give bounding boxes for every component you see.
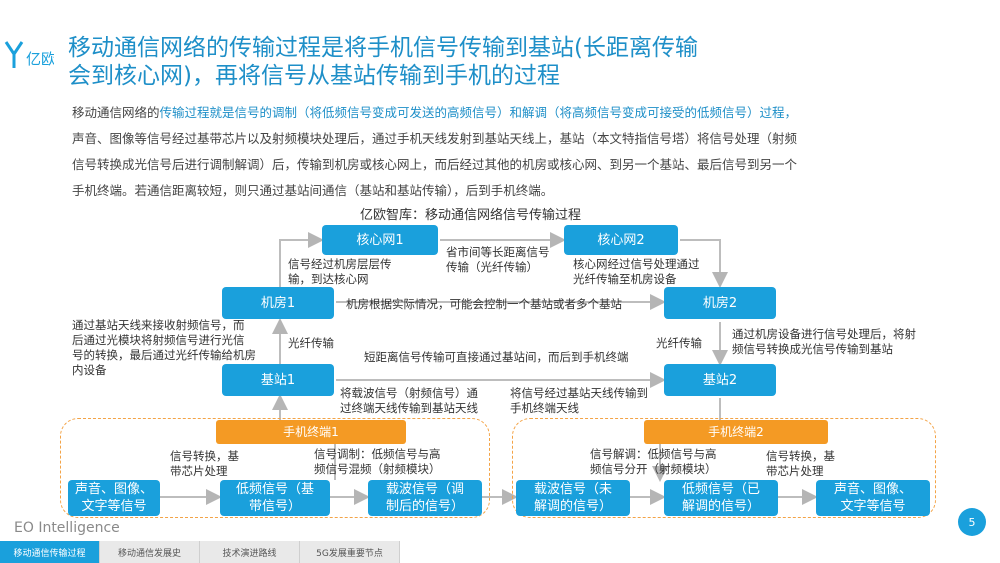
node-low-freq-right: 低频信号（已解调的信号）	[664, 480, 778, 516]
label-fiber-right-text: 光纤传输	[656, 336, 702, 350]
label-modulation-1: 信号调制：低频信号与高	[314, 447, 441, 461]
label-right-up-1: 核心网经过信号处理通过	[573, 257, 700, 271]
label-left-up-1: 信号经过机房层层传	[288, 257, 392, 271]
voice-right-line-2: 文字等信号	[840, 499, 906, 514]
intro-paragraph: 移动通信网络的传输过程就是信号的调制（将低频信号变成可发送的高频信号）和解调（将…	[72, 100, 932, 204]
brand-text: EO Intelligence	[14, 520, 120, 536]
section-tabs: 移动通信传输过程 移动通信发展史 技术演进路线 5G发展重要节点	[0, 541, 400, 563]
label-convert-left: 信号转换，基 带芯片处理	[170, 449, 239, 479]
label-right-desc-1: 通过机房设备进行信号处理后，将射	[732, 327, 916, 341]
label-convert-right: 信号转换，基 带芯片处理	[766, 449, 835, 479]
label-demodulation: 信号解调：低频信号与高 频信号分开（射频模块）	[590, 447, 717, 477]
label-short-range-text: 短距离信号传输可直接通过基站间，而后到手机终端	[364, 350, 629, 364]
node-carrier-left: 载波信号（调制后的信号）	[368, 480, 482, 516]
title-line-1: 移动通信网络的传输过程是将手机信号传输到基站(长距离传输	[68, 35, 698, 61]
label-right-desc-2: 频信号转换成光信号传输到基站	[732, 342, 893, 356]
node-base-station-1: 基站1	[222, 364, 334, 396]
carrier-right-line-1: 载波信号（未	[533, 482, 612, 497]
label-bs2-bottom-2: 手机终端天线	[510, 401, 579, 415]
logo-text: 亿欧	[26, 50, 54, 68]
label-bs2-bottom: 将信号经过基站天线传输到 手机终端天线	[510, 386, 648, 416]
label-bs2-bottom-1: 将信号经过基站天线传输到	[510, 386, 648, 400]
node-voice-right: 声音、图像、文字等信号	[816, 480, 930, 516]
voice-left-line-2: 文字等信号	[81, 499, 147, 514]
paragraph-line-1: 移动通信网络的传输过程就是信号的调制（将低频信号变成可发送的高频信号）和解调（将…	[72, 100, 932, 126]
label-right-desc: 通过机房设备进行信号处理后，将射 频信号转换成光信号传输到基站	[732, 327, 916, 357]
label-left-desc: 通过基站天线来接收射频信号，而 后通过光模块将射频信号进行光信 号的转换，最后通…	[72, 318, 256, 378]
label-convert-left-2: 带芯片处理	[170, 464, 228, 478]
low-left-line-1: 低频信号（基	[235, 482, 314, 497]
label-bs1-bottom-2: 过终端天线传输到基站天线	[340, 401, 478, 415]
label-fiber-left: 光纤传输	[288, 336, 334, 351]
label-core-mid-2: 传输（光纤传输）	[446, 260, 538, 274]
label-bs1-bottom: 将载波信号（射频信号）通 过终端天线传输到基站天线	[340, 386, 478, 416]
node-terminal-2: 手机终端2	[644, 420, 828, 444]
label-bs1-bottom-1: 将载波信号（射频信号）通	[340, 386, 478, 400]
carrier-left-line-2: 制后的信号）	[385, 499, 464, 514]
tab-development-history[interactable]: 移动通信发展史	[100, 541, 200, 563]
page-number: 5	[958, 508, 986, 536]
node-terminal-1: 手机终端1	[216, 420, 406, 444]
carrier-right-line-2: 解调的信号）	[533, 499, 612, 514]
title-line-2: 会到核心网)，再将信号从基站传输到手机的过程	[68, 63, 560, 89]
node-voice-left: 声音、图像、文字等信号	[68, 480, 160, 516]
voice-right-line-1: 声音、图像、	[833, 482, 912, 497]
label-right-up: 核心网经过信号处理通过 光纤传输至机房设备	[573, 257, 700, 287]
label-convert-left-1: 信号转换，基	[170, 449, 239, 463]
label-demodulation-1: 信号解调：低频信号与高	[590, 447, 717, 461]
arrow-core2-room2	[680, 239, 728, 288]
label-right-up-2: 光纤传输至机房设备	[573, 272, 677, 286]
label-fiber-left-text: 光纤传输	[288, 336, 334, 350]
tab-transmission-process[interactable]: 移动通信传输过程	[0, 541, 100, 563]
terminal-1-group	[60, 418, 490, 518]
arrow-room1-core1	[279, 232, 324, 288]
node-core-1: 核心网1	[322, 225, 438, 255]
label-left-up: 信号经过机房层层传 输，到达核心网	[288, 257, 392, 287]
voice-left-line-1: 声音、图像、	[74, 482, 153, 497]
label-left-desc-2: 后通过光模块将射频信号进行光信	[72, 333, 245, 347]
label-left-desc-4: 内设备	[72, 363, 107, 377]
label-fiber-right: 光纤传输	[656, 336, 702, 351]
paragraph-line-4: 手机终端。若通信距离较短，则只通过基站间通信（基站和基站传输），后到手机终端。	[72, 183, 554, 198]
eo-logo-icon: 亿欧	[4, 38, 56, 74]
page-title: 移动通信网络的传输过程是将手机信号传输到基站(长距离传输 会到核心网)，再将信号…	[68, 34, 768, 90]
label-convert-right-1: 信号转换，基	[766, 449, 835, 463]
tab-5g-milestones[interactable]: 5G发展重要节点	[300, 541, 400, 563]
label-room-mid: 机房根据实际情况，可能会控制一个基站或者多个基站	[346, 297, 622, 312]
label-convert-right-2: 带芯片处理	[766, 464, 824, 478]
label-core-mid: 省市间等长距离信号 传输（光纤传输）	[446, 245, 550, 275]
node-carrier-right: 载波信号（未解调的信号）	[516, 480, 630, 516]
label-left-desc-1: 通过基站天线来接收射频信号，而	[72, 318, 245, 332]
eo-logo-mark: 亿欧	[4, 41, 56, 68]
label-short-range: 短距离信号传输可直接通过基站间，而后到手机终端	[364, 350, 629, 365]
node-room-1: 机房1	[222, 287, 334, 319]
node-base-station-2: 基站2	[664, 364, 776, 396]
label-modulation-2: 频信号混频（射频模块）	[314, 462, 441, 476]
low-right-line-1: 低频信号（已	[681, 482, 760, 497]
label-room-mid-1: 机房根据实际情况，可能会控制一个基站或者多个基站	[346, 297, 622, 311]
paragraph-line-1-highlight: 传输过程就是信号的调制（将低频信号变成可发送的高频信号）和解调（将高频信号变成可…	[159, 105, 798, 120]
label-modulation: 信号调制：低频信号与高 频信号混频（射频模块）	[314, 447, 441, 477]
carrier-left-line-1: 载波信号（调	[385, 482, 464, 497]
terminal-2-group	[512, 418, 936, 518]
label-left-desc-3: 号的转换，最后通过光纤传输给机房	[72, 348, 256, 362]
paragraph-line-3: 信号转换成光信号后进行调制解调）后，传输到机房或核心网上，而后经过其他的机房或核…	[72, 157, 798, 172]
node-room-2: 机房2	[664, 287, 776, 319]
node-low-freq-left: 低频信号（基带信号）	[220, 480, 330, 516]
paragraph-line-1-a: 移动通信网络的	[72, 105, 160, 120]
label-core-mid-1: 省市间等长距离信号	[446, 245, 550, 259]
diagram-title: 亿欧智库：移动通信网络信号传输过程	[360, 208, 582, 223]
label-demodulation-2: 频信号分开（射频模块）	[590, 462, 717, 476]
node-core-2: 核心网2	[564, 225, 678, 255]
tab-technology-roadmap[interactable]: 技术演进路线	[200, 541, 300, 563]
paragraph-line-2: 声音、图像等信号经过基带芯片以及射频模块处理后，通过手机天线发射到基站天线上，基…	[72, 131, 798, 146]
low-left-line-2: 带信号）	[248, 499, 301, 514]
label-left-up-2: 输，到达核心网	[288, 272, 369, 286]
low-right-line-2: 解调的信号）	[681, 499, 760, 514]
